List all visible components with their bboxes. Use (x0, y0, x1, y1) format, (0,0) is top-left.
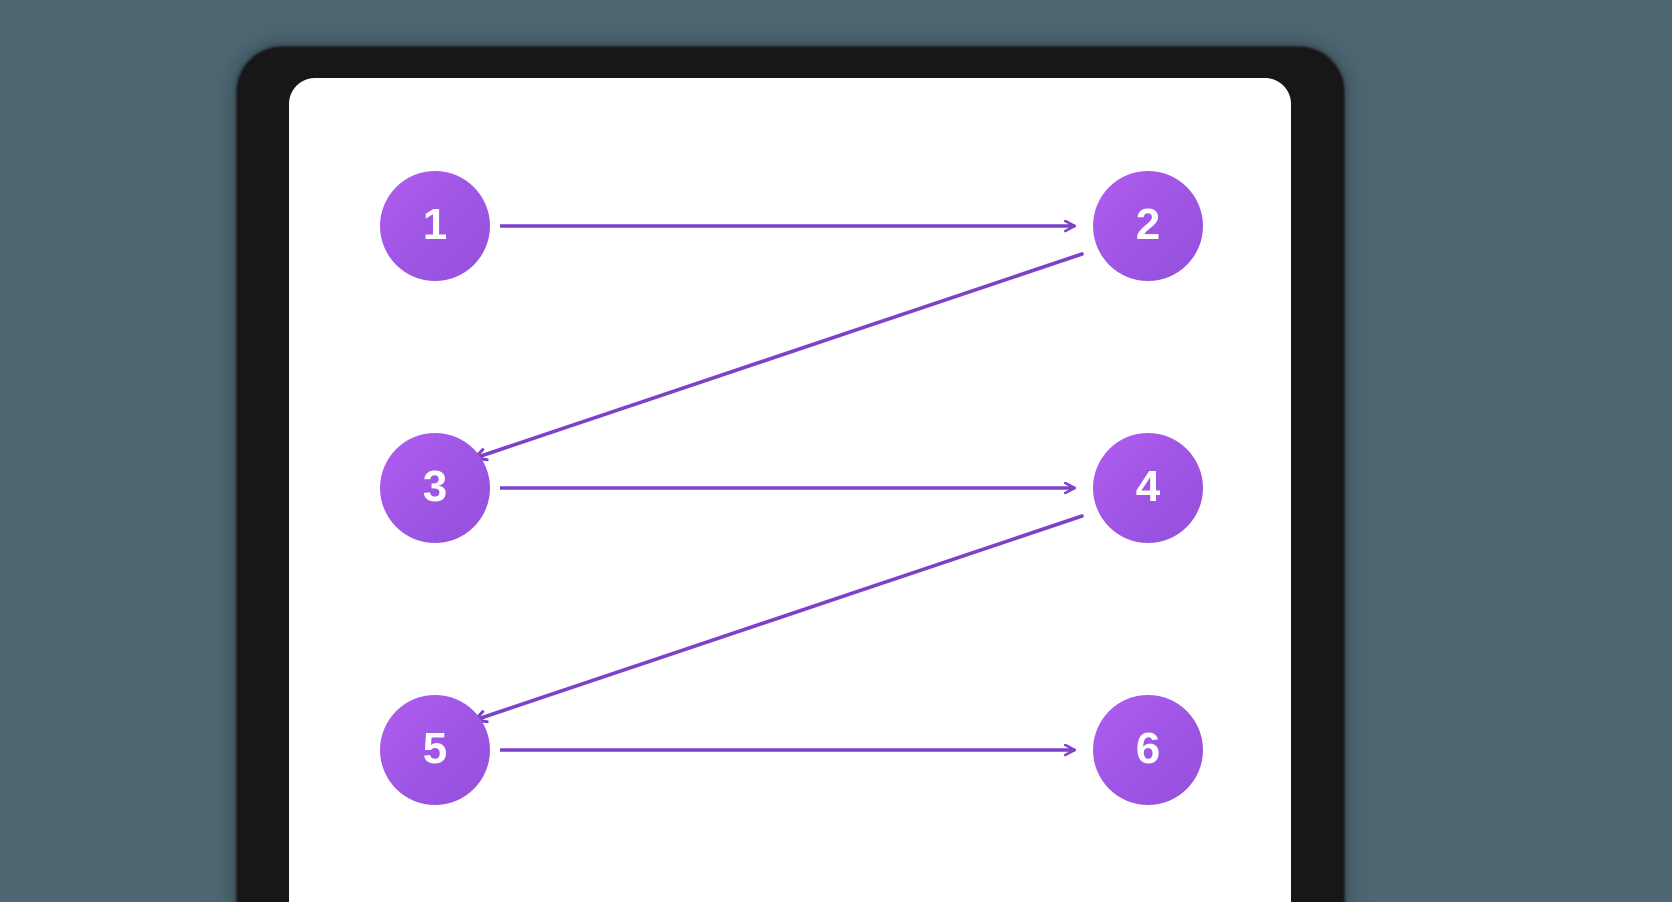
node-4[interactable]: 4 (1093, 433, 1203, 543)
edge-2-to-3[interactable] (473, 252, 1084, 462)
node-1[interactable]: 1 (380, 171, 490, 281)
node-5[interactable]: 5 (380, 695, 490, 805)
node-2-label: 2 (1135, 200, 1161, 249)
edge-4-to-5[interactable] (473, 514, 1084, 724)
device-screen: 1 2 3 4 5 6 (289, 78, 1291, 902)
node-2[interactable]: 2 (1093, 171, 1203, 281)
node-6[interactable]: 6 (1093, 695, 1203, 805)
node-4-label: 4 (1135, 462, 1161, 511)
node-3[interactable]: 3 (380, 433, 490, 543)
node-3-label: 3 (422, 462, 448, 511)
node-5-label: 5 (422, 724, 448, 773)
diagram-canvas[interactable]: 1 2 3 4 5 6 (289, 78, 1291, 902)
node-1-label: 1 (422, 200, 448, 249)
edge-layer (473, 78, 1084, 902)
node-6-label: 6 (1135, 724, 1161, 773)
